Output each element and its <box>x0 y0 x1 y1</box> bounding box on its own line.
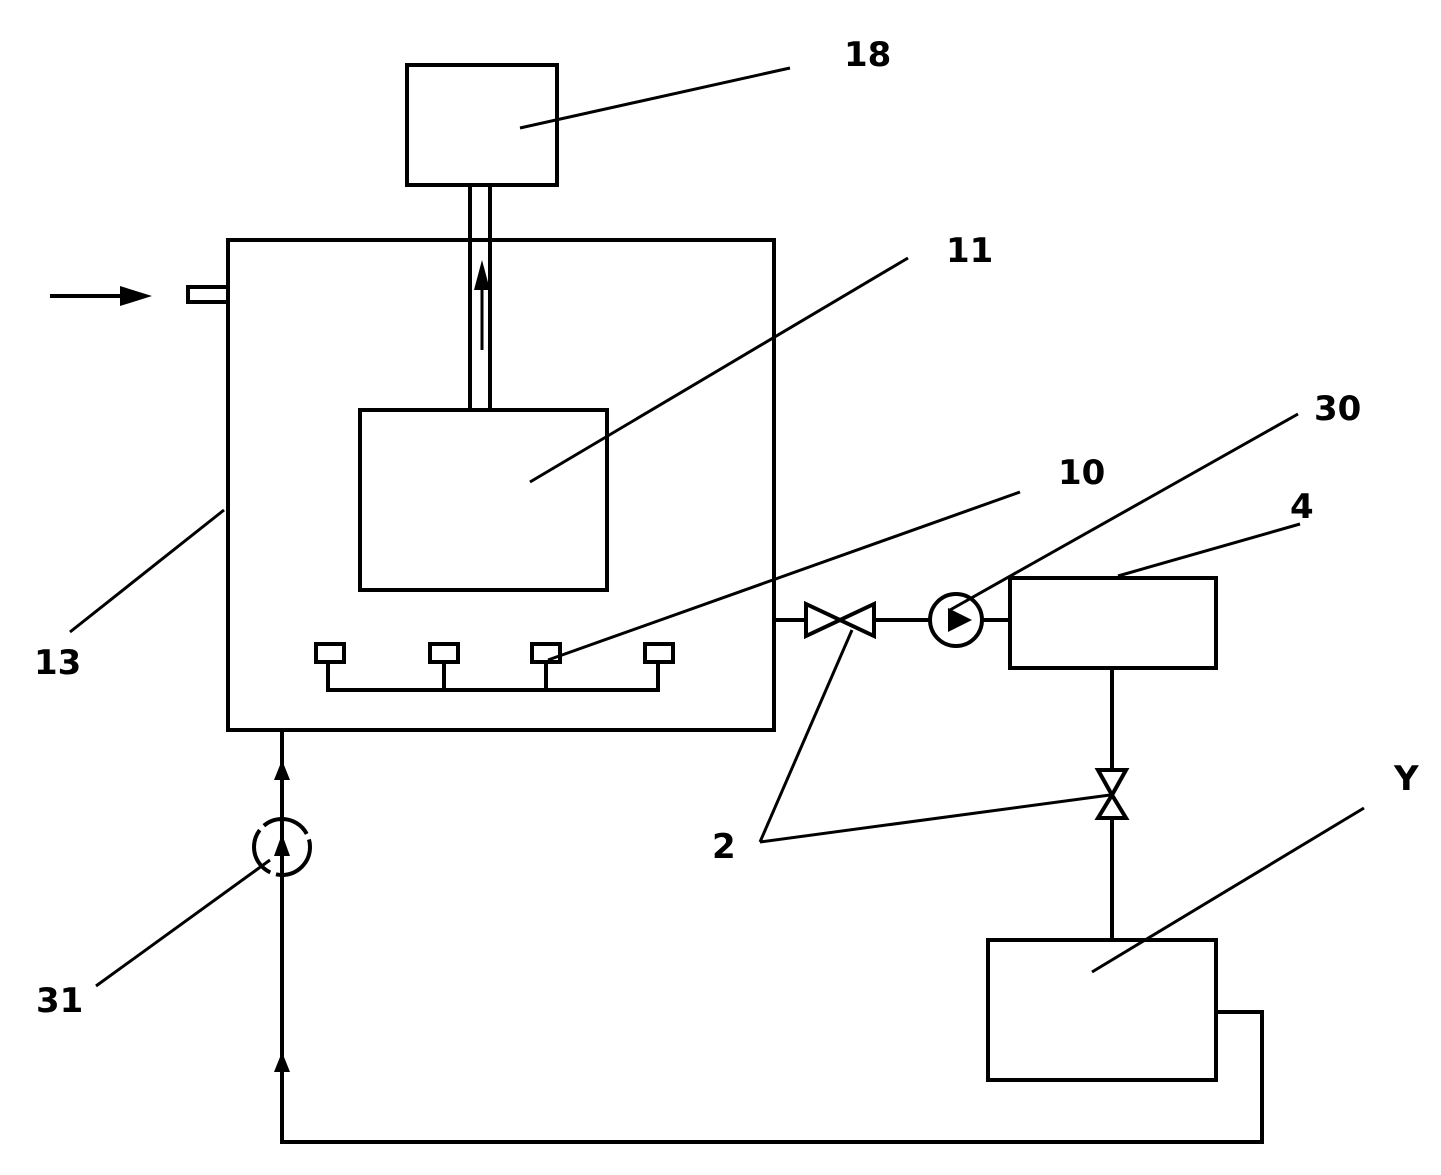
label-11: 11 <box>946 231 993 271</box>
leader-y <box>1091 806 1365 974</box>
label-y: Y <box>1393 759 1419 799</box>
leader-30 <box>949 412 1299 612</box>
return-pipe <box>280 728 1264 1144</box>
label-10: 10 <box>1058 453 1105 493</box>
pump-30-arrow <box>948 608 972 632</box>
label-18: 18 <box>844 35 891 75</box>
leader-31 <box>95 858 271 988</box>
valve-right-left-half <box>804 600 845 640</box>
inlet-arrow-head <box>120 286 152 306</box>
label-31: 31 <box>36 981 83 1021</box>
leader-4 <box>1117 522 1301 578</box>
leader-18 <box>519 66 791 130</box>
pump-31-arrow <box>274 834 290 856</box>
leader-13 <box>69 508 225 634</box>
leader-11 <box>529 256 909 484</box>
inlet-nozzle <box>186 285 230 304</box>
leader-2-b <box>759 793 1111 844</box>
leader-10 <box>547 490 1021 662</box>
nozzle-2 <box>428 642 460 664</box>
label-2: 2 <box>712 827 736 867</box>
label-4: 4 <box>1290 487 1314 527</box>
return-arrow-low <box>274 1052 290 1072</box>
leader-2-a <box>758 629 854 843</box>
label-13: 13 <box>34 643 81 683</box>
box-y <box>986 938 1218 1082</box>
valve-down-top-half <box>1094 768 1130 800</box>
nozzle-3 <box>530 642 562 664</box>
shaft-arrow <box>474 260 490 290</box>
valve-right-right-half <box>835 600 876 640</box>
valve-down-bottom-half <box>1094 791 1130 820</box>
return-arrow-high <box>274 760 290 780</box>
inner-box <box>358 408 609 592</box>
label-30: 30 <box>1314 389 1361 429</box>
nozzle-4 <box>643 642 675 664</box>
nozzle-1 <box>314 642 346 664</box>
box-4 <box>1008 576 1218 670</box>
